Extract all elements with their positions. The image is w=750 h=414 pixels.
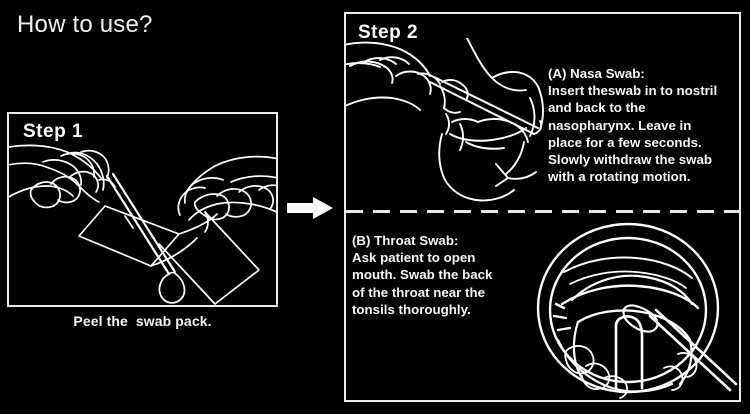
throat-swab-heading: (B) Throat Swab: <box>352 233 459 248</box>
step1-caption: Peel the swab pack. <box>73 313 212 329</box>
nasal-swab-heading: (A) Nasa Swab: <box>548 66 645 81</box>
step2-label: Step 2 <box>358 22 419 43</box>
nasal-swab-text: (A) Nasa Swab: Insert theswab in to nost… <box>548 65 748 185</box>
page-title: How to use? <box>17 11 153 38</box>
section-divider <box>346 210 739 213</box>
step1-label: Step 1 <box>23 121 84 142</box>
nasal-swab-body: Insert theswab in to nostril and back to… <box>548 83 718 185</box>
throat-swab-body: Ask patient to open mouth. Swab the back… <box>352 250 493 317</box>
step1-panel: Step 1 <box>7 112 278 307</box>
throat-swab-text: (B) Throat Swab: Ask patient to open mou… <box>352 232 552 318</box>
arrow-right-icon <box>287 197 333 219</box>
